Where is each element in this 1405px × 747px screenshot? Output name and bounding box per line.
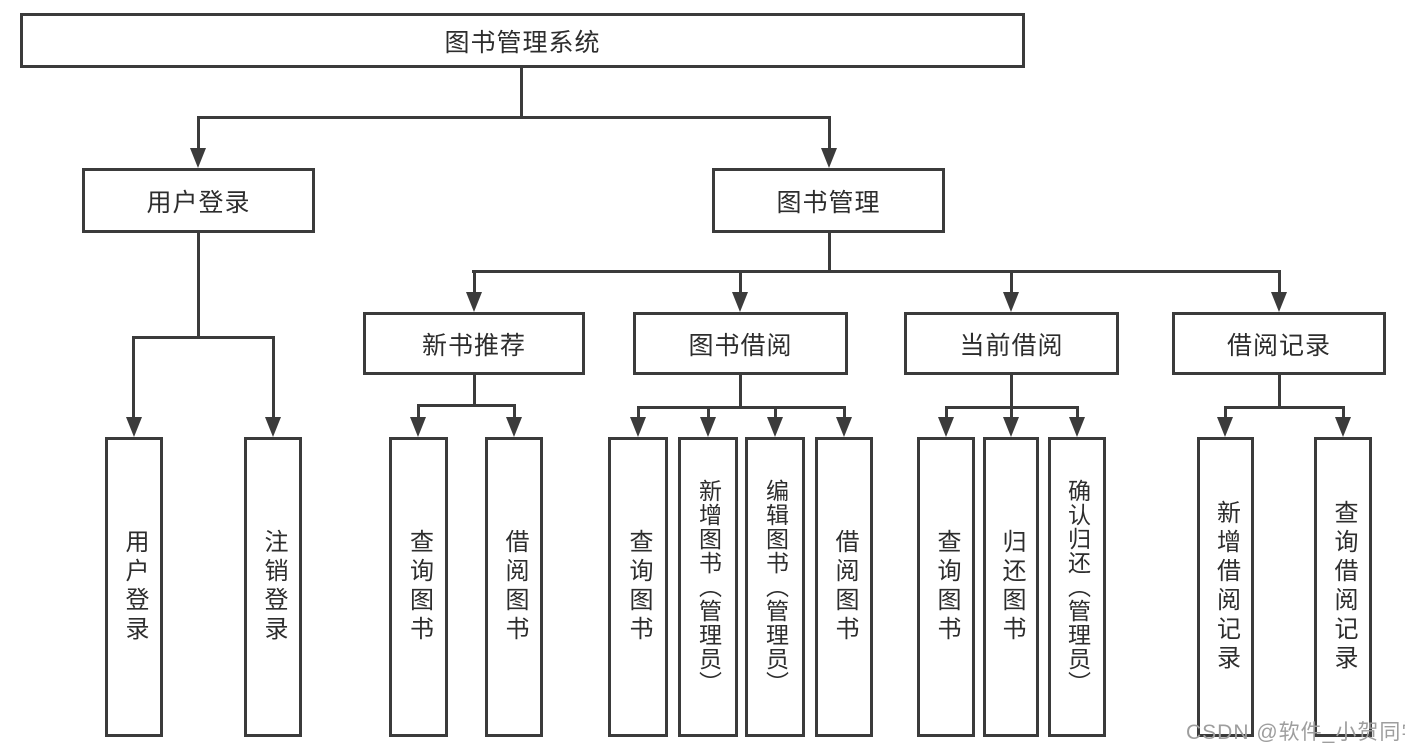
arrowhead-icon xyxy=(1003,292,1019,312)
connector-line xyxy=(1278,375,1281,406)
connector-line xyxy=(1342,406,1345,420)
connector-line xyxy=(1224,406,1227,420)
node-label: 借阅记录 xyxy=(1226,331,1331,360)
arrowhead-icon xyxy=(732,292,748,312)
leaf-query-borrow-record: 查询借阅记录 xyxy=(1314,437,1372,737)
leaf-label: 查询图书 xyxy=(933,529,960,645)
leaf-label: 查询图书 xyxy=(405,529,433,645)
node-label: 图书管理系统 xyxy=(444,28,601,57)
connector-line xyxy=(739,375,742,406)
connector-line xyxy=(197,233,200,336)
arrowhead-icon xyxy=(410,417,426,437)
connector-line xyxy=(417,404,516,407)
leaf-label: 确认归还（管理员） xyxy=(1064,479,1091,695)
connector-line xyxy=(472,270,1281,273)
leaf-label: 新增图书（管理员） xyxy=(695,479,722,695)
leaf-query-books-recommend: 查询图书 xyxy=(389,437,448,737)
csdn-watermark: CSDN @软件_小贺同学 xyxy=(1186,721,1405,744)
arrowhead-icon xyxy=(1335,417,1351,437)
connector-line xyxy=(473,375,476,404)
connector-line xyxy=(132,336,135,420)
connector-line xyxy=(197,116,200,152)
arrowhead-icon xyxy=(466,292,482,312)
arrowhead-icon xyxy=(821,148,837,168)
arrowhead-icon xyxy=(506,417,522,437)
leaf-borrow-books-recommend: 借阅图书 xyxy=(485,437,543,737)
leaf-label: 用户登录 xyxy=(121,529,148,645)
leaf-logout: 注销登录 xyxy=(244,437,302,737)
connector-line xyxy=(1224,406,1345,409)
connector-line xyxy=(272,336,275,420)
connector-line xyxy=(637,406,640,420)
connector-line xyxy=(417,404,420,420)
leaf-label: 编辑图书（管理员） xyxy=(762,479,789,695)
node-root-book-management-system: 图书管理系统 xyxy=(20,13,1025,68)
connector-line xyxy=(473,270,476,296)
arrowhead-icon xyxy=(700,417,716,437)
leaf-user-login: 用户登录 xyxy=(105,437,163,737)
leaf-label: 归还图书 xyxy=(998,529,1025,645)
connector-line xyxy=(513,404,516,420)
connector-line xyxy=(1076,406,1079,420)
connector-line xyxy=(945,406,948,420)
leaf-label: 查询图书 xyxy=(625,529,652,645)
arrowhead-icon xyxy=(190,148,206,168)
leaf-label: 借阅图书 xyxy=(831,529,858,645)
leaf-label: 新增借阅记录 xyxy=(1212,500,1240,674)
connector-line xyxy=(1010,375,1013,406)
connector-line xyxy=(1010,406,1013,420)
connector-line xyxy=(520,68,523,116)
connector-line xyxy=(774,406,777,420)
leaf-return-books: 归还图书 xyxy=(983,437,1039,737)
arrowhead-icon xyxy=(767,417,783,437)
arrowhead-icon xyxy=(630,417,646,437)
connector-line xyxy=(197,116,831,119)
leaf-borrow-books: 借阅图书 xyxy=(815,437,873,737)
arrowhead-icon xyxy=(1271,292,1287,312)
connector-line xyxy=(843,406,846,420)
connector-line xyxy=(739,270,742,296)
node-label: 新书推荐 xyxy=(421,331,526,360)
connector-line xyxy=(637,406,846,409)
node-current-borrowing: 当前借阅 xyxy=(904,312,1119,375)
leaf-label: 借阅图书 xyxy=(501,529,528,645)
arrowhead-icon xyxy=(1217,417,1233,437)
node-book-borrowing: 图书借阅 xyxy=(633,312,848,375)
leaf-add-books-admin: 新增图书（管理员） xyxy=(678,437,738,737)
connector-line xyxy=(1278,270,1281,296)
arrowhead-icon xyxy=(1069,417,1085,437)
connector-line xyxy=(828,116,831,152)
arrowhead-icon xyxy=(126,417,142,437)
node-new-book-recommendation: 新书推荐 xyxy=(363,312,585,375)
node-label: 图书借阅 xyxy=(688,331,793,360)
leaf-label: 查询借阅记录 xyxy=(1330,500,1357,674)
leaf-label: 注销登录 xyxy=(260,529,287,645)
connector-line xyxy=(707,406,710,420)
arrowhead-icon xyxy=(836,417,852,437)
node-user-login: 用户登录 xyxy=(82,168,315,233)
leaf-query-books-borrow: 查询图书 xyxy=(608,437,668,737)
arrowhead-icon xyxy=(938,417,954,437)
arrowhead-icon xyxy=(265,417,281,437)
node-label: 当前借阅 xyxy=(959,331,1064,360)
connector-line xyxy=(1010,270,1013,296)
leaf-query-books-current: 查询图书 xyxy=(917,437,975,737)
connector-line xyxy=(132,336,275,339)
node-borrowing-records: 借阅记录 xyxy=(1172,312,1386,375)
leaf-add-borrow-record: 新增借阅记录 xyxy=(1197,437,1254,737)
node-label: 图书管理 xyxy=(776,188,881,217)
leaf-edit-books-admin: 编辑图书（管理员） xyxy=(745,437,805,737)
connector-line xyxy=(828,233,831,272)
node-label: 用户登录 xyxy=(146,188,251,217)
arrowhead-icon xyxy=(1003,417,1019,437)
leaf-confirm-return-admin: 确认归还（管理员） xyxy=(1048,437,1106,737)
node-book-management: 图书管理 xyxy=(712,168,945,233)
